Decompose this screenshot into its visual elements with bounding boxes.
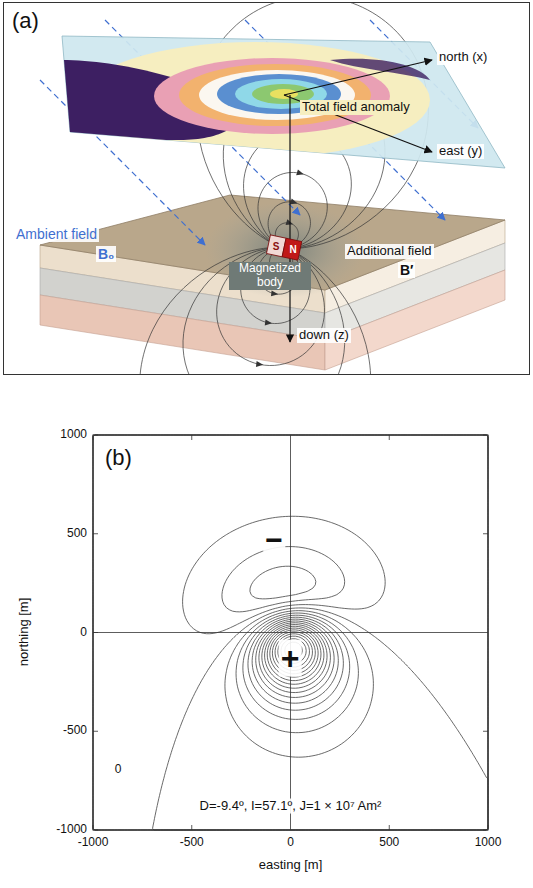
field-line <box>140 247 371 374</box>
panel-letter: (b) <box>103 445 134 470</box>
tick-label: 1000 <box>60 428 87 442</box>
tick-label: 0 <box>80 626 87 640</box>
panel-letter: (a) <box>12 8 39 33</box>
contour-line <box>262 625 327 689</box>
tick-label: -500 <box>180 836 204 850</box>
anomaly-map <box>62 42 430 158</box>
field-arrow <box>271 290 279 297</box>
contour-line <box>267 628 321 681</box>
field-symbol: B₀ <box>96 246 116 262</box>
field-label: Ambient field <box>14 226 99 242</box>
tick-label: 500 <box>67 527 87 541</box>
contour-line <box>93 435 488 830</box>
magnetized-body <box>266 235 301 260</box>
contour-label: 0 <box>113 763 124 777</box>
observation-plane <box>62 36 505 168</box>
field-line <box>217 248 325 366</box>
axis-title: northing [m] <box>17 598 32 667</box>
contour-line <box>259 623 330 693</box>
contour-line <box>153 608 488 830</box>
pole-letter: N <box>287 244 298 256</box>
contour-line <box>252 619 338 703</box>
contour-line <box>265 626 324 684</box>
contour-line <box>236 613 358 733</box>
pole-letter: S <box>271 241 282 253</box>
field-arrow <box>256 361 264 368</box>
field-line <box>183 248 345 374</box>
field-symbol: B′ <box>398 262 415 278</box>
field-arrow <box>290 199 298 207</box>
layered-ground <box>40 195 505 370</box>
body-label: Magnetized body <box>229 262 311 290</box>
tick-label: 500 <box>379 836 399 850</box>
tick-label: -1000 <box>56 823 87 837</box>
field-line <box>258 172 327 248</box>
caption-text: D=-9.4º, I=57.1º, J=1 × 10⁷ Am² <box>198 799 384 814</box>
plane-label: Total field anomaly <box>300 100 412 115</box>
anomaly-contours <box>93 435 488 830</box>
field-arrow <box>296 169 304 177</box>
axis-title: easting [m] <box>259 858 323 873</box>
contour-line <box>243 615 350 719</box>
contour-line <box>248 617 343 710</box>
field-arrow <box>265 319 273 326</box>
tick-label: -1000 <box>78 836 109 850</box>
sign-marker: − <box>263 523 285 558</box>
axis-label: north (x) <box>437 50 489 65</box>
tick-label: 0 <box>287 836 294 850</box>
contour-line <box>270 630 318 677</box>
sign-marker: + <box>279 640 302 677</box>
panel-frame <box>4 3 530 375</box>
axis-label: down (z) <box>297 328 351 343</box>
field-label: Additional field <box>345 244 434 259</box>
contour-line <box>93 435 488 830</box>
plot-axes <box>93 435 488 830</box>
axis-label: east (y) <box>437 144 484 159</box>
coordinate-axes <box>284 60 432 342</box>
field-glow <box>205 202 365 298</box>
tick-label: -500 <box>63 724 87 738</box>
contour-line <box>93 435 488 830</box>
tick-label: 1000 <box>475 836 502 850</box>
